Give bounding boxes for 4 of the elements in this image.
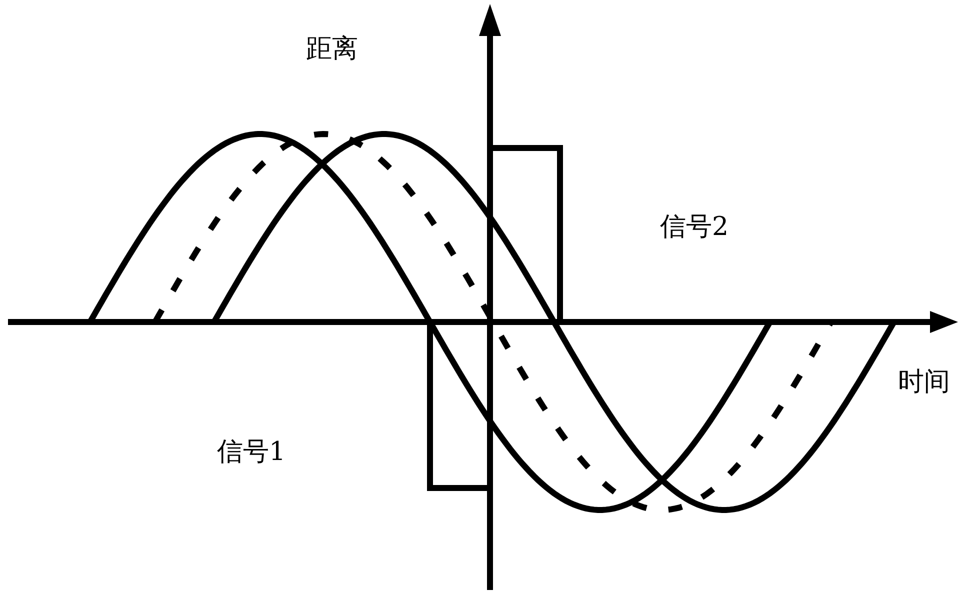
axis-label: 信号1: [217, 437, 286, 468]
axis-label: 距离: [306, 34, 358, 66]
axis-label: 信号2: [660, 212, 729, 244]
axis-label: 时间: [898, 367, 950, 398]
